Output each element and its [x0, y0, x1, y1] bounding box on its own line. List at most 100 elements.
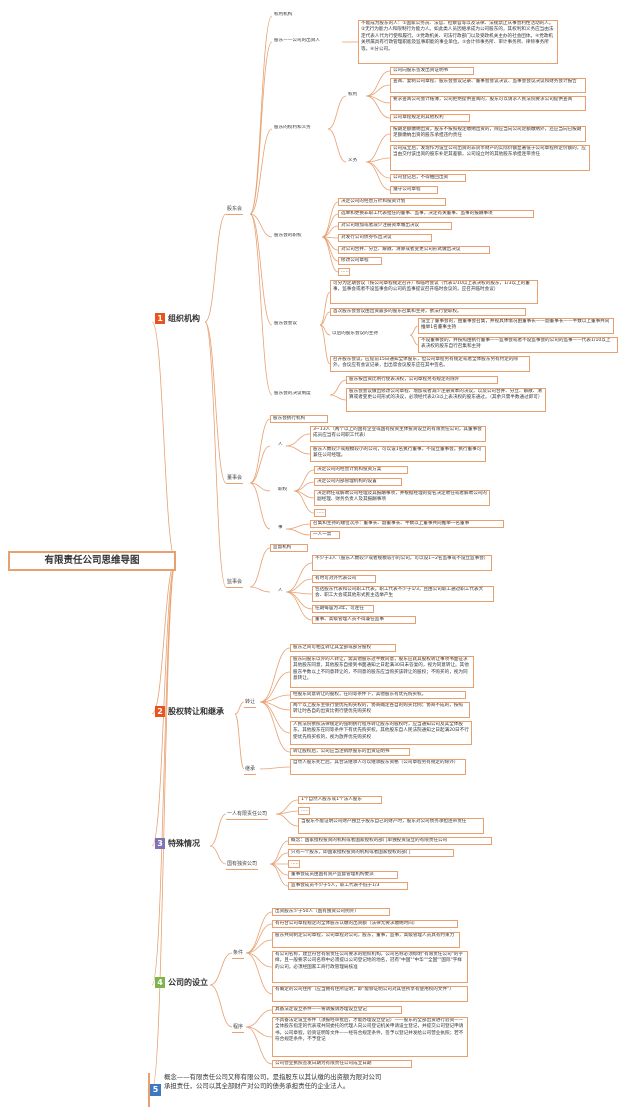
connector: [269, 863, 289, 876]
node-meeting-chair-a: 设立了董事会的，由董事会召集，并视具体情况由董事长——副董事长——半数以上董事共…: [418, 318, 614, 334]
connector: [249, 213, 273, 396]
node-power-1: 决定公司的经营方针和投资计划: [338, 198, 446, 206]
connector: [321, 213, 339, 238]
node-power-5: 对公司合并、分立、解散、清算或者变更公司形式做出决议: [338, 246, 490, 254]
node-power-4: 对发行公司债券作出决议: [338, 234, 432, 242]
node-board-power-4: ……: [314, 509, 326, 517]
connector: [409, 325, 419, 336]
node-supervisory-body: 监督机构: [270, 544, 308, 552]
node-supervisor-4: 任期每届为3年，可连任: [312, 605, 374, 613]
node-board-people-1: 3~13人（两个以上的国有企业或国有投资主体投资设立的有限责任公司，其董事会成员…: [310, 426, 486, 442]
node-board-matters[interactable]: 事: [278, 525, 283, 530]
node-single-member[interactable]: 一人有限责任公司: [226, 810, 269, 820]
connector: [293, 469, 315, 492]
connector: [245, 952, 273, 995]
node-single-1: 1个自然人股东或1个法人股东: [298, 796, 382, 804]
connector: [319, 311, 331, 326]
node-board-people-2: 股东人数较少或规模较小的公司，可以设1名执行董事，不设立董事会。执行董事可兼任公…: [310, 446, 486, 462]
node-power-7: ……: [338, 268, 350, 276]
node-transfer-3: 经股东同意转让的股权，在同等条件下，其他股东有优先购买权。: [290, 691, 466, 699]
node-single-3: 当股东不能证明公司财产独立于股东自己的财产时，股东对公司债务承担连带责任: [298, 818, 484, 834]
node-meetings[interactable]: 股东会会议: [274, 321, 297, 326]
node-meeting-powers[interactable]: 股东会的职权: [274, 233, 302, 238]
connector: [285, 445, 311, 455]
node-condition-1: 出资股东少于50人（国有独资公司例外）: [272, 908, 390, 916]
node-procedure-3: 公司营业执照签发日期为有限责任公司成立日期: [272, 1060, 412, 1068]
node-transfer-4: 两个以上股东主张行使优先购买权的，协商确定各自的购买比例；协商不成的，按照转让时…: [290, 702, 470, 718]
branch-label: 股权转让和继承: [168, 707, 224, 716]
connector: [365, 70, 391, 97]
node-procedure-2: 不具备法定设立条件（须报经审批后，才能办理设立登记）——股东的全部出资进行验资—…: [272, 1017, 468, 1057]
connector: [321, 236, 339, 273]
branch-label: 组织机构: [168, 314, 200, 323]
node-board-exec: 股东会执行机构: [270, 415, 328, 423]
node-rights-2: 查阅、复制公司章程、股东会会议记录、董事会会议决议、监事会会议决议和财务会计报告: [390, 78, 586, 93]
connector: [249, 482, 271, 530]
node-duties[interactable]: 义务: [348, 158, 358, 163]
connector: [321, 201, 339, 238]
node-rights[interactable]: 权利: [348, 92, 358, 97]
node-board[interactable]: 董事会: [226, 474, 244, 484]
node-inheritance[interactable]: 继承: [244, 765, 257, 775]
node-condition-4: 有公司名称，建立符合有限责任公司要求的组织机构。公司名称必须标明"有限责任公司"…: [272, 951, 468, 983]
connector: [285, 433, 311, 447]
node-supervisors[interactable]: 监事会: [226, 578, 244, 588]
node-duties-1: 按期足额缴纳出资。股东不按照规定缴纳出资的，除应当向公司足额缴纳外，还应当向已按…: [390, 126, 586, 142]
node-state-owned[interactable]: 国有独资公司: [226, 860, 259, 870]
node-rights-duties[interactable]: 股东的权利和义务: [274, 125, 311, 130]
connector: [209, 984, 233, 1028]
node-board-powers[interactable]: 职权: [278, 487, 288, 492]
node-procedure[interactable]: 程序: [232, 1023, 245, 1033]
node-authority-body[interactable]: 权利机构: [274, 12, 293, 17]
node-state-3: ……: [288, 860, 300, 868]
node-shareholder-investor[interactable]: 股东——公司的出资人: [274, 38, 320, 43]
node-state-5: 监事会成员不少于5人，职工代表不低于1/3: [288, 882, 408, 890]
connector: [245, 1009, 273, 1028]
branch-number: 5: [150, 1084, 161, 1096]
connector: [204, 321, 227, 484]
connector: [151, 560, 177, 715]
node-duties-3: 公司登记后，不得抽回出资: [390, 174, 466, 182]
connector: [259, 671, 291, 703]
node-shareholders-meeting[interactable]: 股东会: [226, 205, 244, 215]
node-supervisor-people[interactable]: 人: [278, 588, 283, 593]
connector: [327, 95, 347, 130]
connector: [259, 647, 291, 703]
node-transfer[interactable]: 转让: [244, 698, 257, 708]
connector: [245, 939, 273, 954]
connector: [285, 578, 313, 593]
connector: [249, 15, 273, 215]
node-rights-4: 公司章程规定的其他权利: [390, 114, 470, 122]
node-meeting-1: 可分为定期会议（按公司章程规定召开）和临时会议（代表1/10以上表决权的股东，1…: [330, 280, 538, 304]
node-conditions[interactable]: 条件: [232, 949, 245, 959]
node-voting[interactable]: 股东会的决议制度: [274, 391, 311, 396]
connector: [245, 911, 273, 954]
node-board-people[interactable]: 人: [278, 442, 283, 447]
connector: [249, 213, 273, 238]
connector: [249, 586, 271, 593]
node-state-2: 只有一个股东，即国家授权投资的机构或者国家授权的部门: [288, 849, 454, 857]
connector: [293, 481, 315, 492]
connector: [249, 445, 271, 484]
node-duties-2: 公司成立后，发现作为设立公司出资的非货币财产的实际价额显著低于公司章程所定价额的…: [390, 145, 590, 171]
node-board-matters-1: 召集和主持的顺位次序：董事长、副董事长、半数以上董事共同推举一名董事: [310, 520, 504, 528]
node-inheritance-1: 自然人股东死亡后，其合法继承人可以继承股东资格（公司章程另有规定的除外）: [290, 759, 466, 775]
connector: [209, 813, 227, 847]
branch-number: 1: [155, 313, 165, 324]
node-condition-5: 有确定的公司住所（应当拥有住所证明，即"能够证明公司对其住所享有使用权的文件"）: [272, 986, 468, 1002]
connector: [319, 324, 331, 365]
node-supervisor-1: 不少于3人（股东人数较少或者规模较小的公司，可以设1~2名监事或不设立监事会）: [312, 555, 492, 571]
connector: [365, 161, 391, 191]
node-shareholder-restrictions: 不能成为股东的人：①国家公务员、法官、检察官等以及法律、法规禁止从事营利性活动的…: [358, 20, 558, 64]
connector: [269, 863, 289, 887]
connector: [365, 95, 391, 119]
node-single-2: ……: [298, 807, 310, 815]
node-meeting-chair[interactable]: 以后的股东会议的主持: [332, 331, 378, 336]
node-power-6: 修改公司章程: [338, 257, 382, 265]
node-transfer-6: 转让股权后，公司应当注销原股东的出资证明书: [290, 748, 410, 756]
